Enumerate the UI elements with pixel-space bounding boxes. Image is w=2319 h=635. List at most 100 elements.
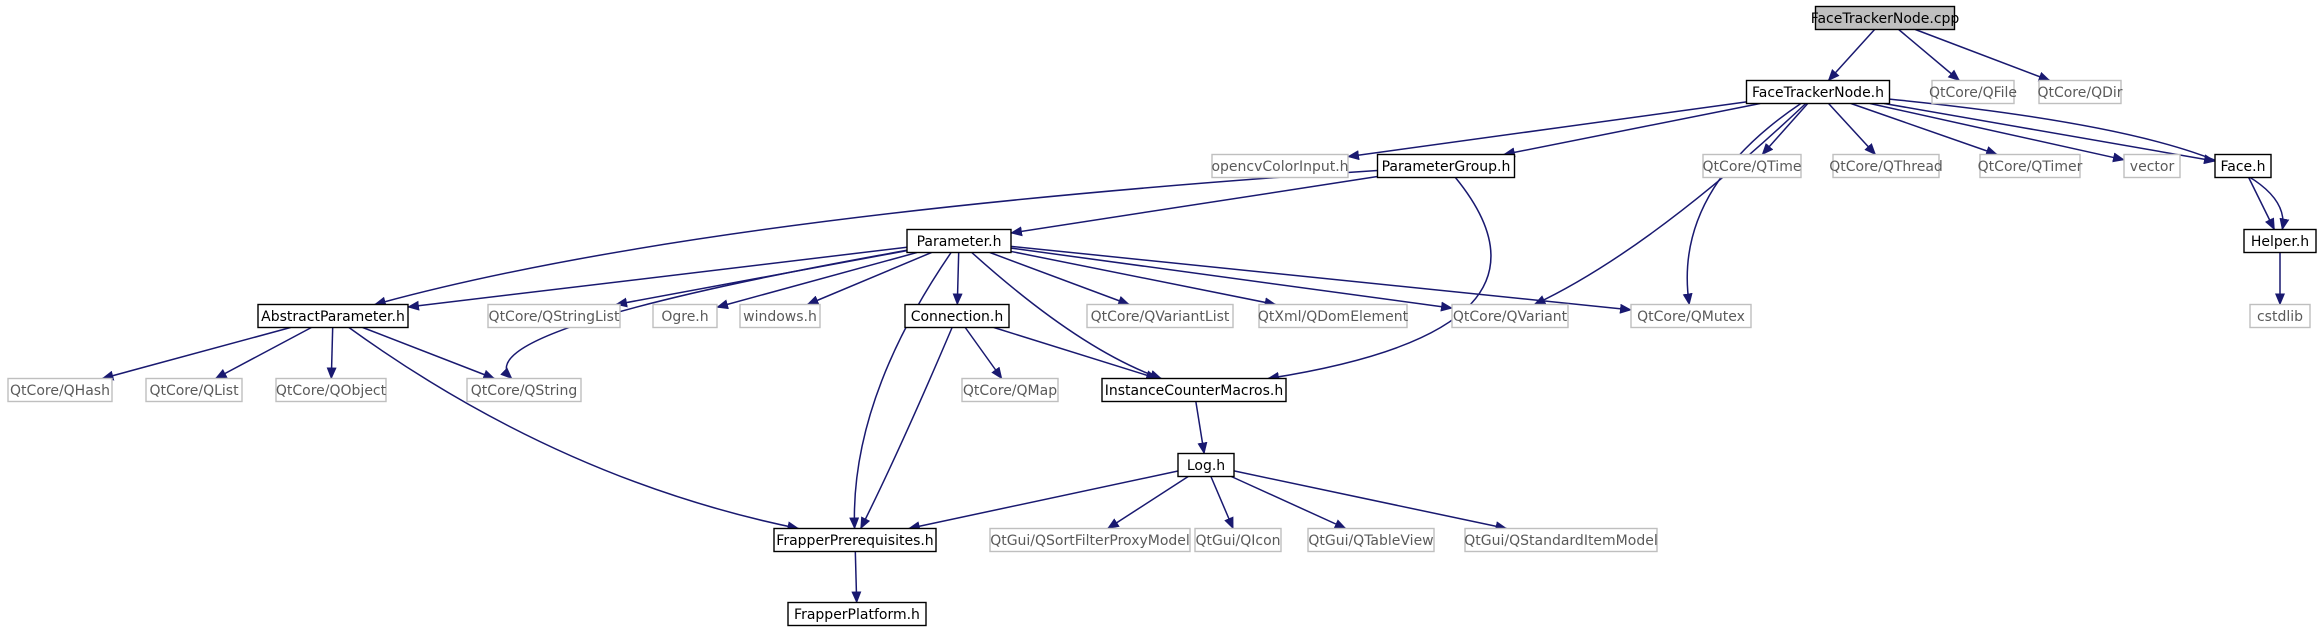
edge-parameter-h-to-abstractparameter-h [407,246,908,311]
node-box-instancecountermacros-h [1101,377,1287,403]
node-qtxml-qdomelement: QtXml/QDomElement [1258,303,1409,329]
node-box-qtcore-qhash [7,377,113,403]
node-label: QtCore/QList [149,383,239,399]
node-box-qtcore-qstringlist [487,303,621,329]
node-facetrackernode-cpp[interactable]: FaceTrackerNode.cpp [1811,5,1960,31]
node-label: QtGui/QStandardItemModel [1464,533,1657,549]
node-helper-h[interactable]: Helper.h [2243,228,2317,254]
edge-abstractparameter-h-to-qtcore-qstring [362,326,496,380]
node-facetrackernode-h[interactable]: FaceTrackerNode.h [1745,79,1891,105]
node-ogre-h: Ogre.h [652,303,718,329]
edge-facetrackernode-h-to-qtcore-qmutex [1682,102,1802,306]
node-label: FaceTrackerNode.cpp [1811,11,1960,27]
node-box-qtcore-qdir [2038,79,2122,105]
node-box-qtgui-qtableview [1307,527,1435,553]
edge-facetrackernode-h-to-qtcore-qvariant [1533,102,1807,306]
edge-connection-h-to-qtcore-qmap [964,327,1003,380]
node-qtcore-qobject: QtCore/QObject [275,377,387,403]
edge-parameter-h-to-windows-h [806,251,932,306]
node-label: QtCore/QVariantList [1091,309,1230,325]
node-box-qtcore-qthread [1832,153,1940,179]
node-label: Log.h [1187,458,1225,474]
node-frapperprerequisites-h[interactable]: FrapperPrerequisites.h [773,527,937,553]
node-box-vector [2123,153,2181,179]
node-qtcore-qvariant: QtCore/QVariant [1451,303,1569,329]
edge-parametergroup-h-to-parameter-h [1010,175,1378,237]
node-label: ParameterGroup.h [1382,159,1511,175]
node-label: AbstractParameter.h [261,309,405,325]
node-box-qtcore-qtime [1702,153,1802,179]
node-abstractparameter-h[interactable]: AbstractParameter.h [257,303,409,329]
node-label: Face.h [2221,159,2266,175]
edge-parameter-h-to-qtcore-qvariantlist [989,251,1131,306]
edge-log-h-to-qtgui-qstandarditemmodel [1233,470,1508,532]
edge-abstractparameter-h-to-qtcore-qobject [326,327,337,380]
node-qtgui-qicon: QtGui/QIcon [1194,527,1282,553]
node-box-qtcore-qtimer [1979,153,2081,179]
node-qtcore-qstring: QtCore/QString [466,377,582,403]
node-qtgui-qstandarditemmodel: QtGui/QStandardItemModel [1464,527,1658,553]
node-connection-h[interactable]: Connection.h [904,303,1010,329]
node-instancecountermacros-h[interactable]: InstanceCounterMacros.h [1101,377,1287,403]
node-box-helper-h [2243,228,2317,254]
node-parametergroup-h[interactable]: ParameterGroup.h [1376,153,1516,179]
node-label: opencvColorInput.h [1211,159,1348,175]
node-label: Parameter.h [917,234,1002,250]
node-box-qtcore-qmap [961,377,1059,403]
edge-parameter-h-to-connection-h [952,252,963,306]
node-box-qtgui-qstandarditemmodel [1464,527,1658,553]
node-box-qtgui-qsortfilterproxymodel [989,527,1191,553]
node-box-qtcore-qobject [275,377,387,403]
node-qtcore-qtime: QtCore/QTime [1702,153,1802,179]
edge-log-h-to-qtgui-qicon [1210,476,1234,530]
node-qtcore-qvariantlist: QtCore/QVariantList [1086,303,1234,329]
node-box-windows-h [739,303,821,329]
node-box-parameter-h [906,228,1012,254]
node-label: Ogre.h [661,309,708,325]
edge-parameter-h-to-frapperprerequisites-h [849,252,952,530]
node-box-qtcore-qlist [145,377,243,403]
node-box-abstractparameter-h [257,303,409,329]
edge-abstractparameter-h-to-frapperprerequisites-h [348,326,800,532]
node-label: InstanceCounterMacros.h [1105,383,1283,399]
node-label: QtCore/QFile [1929,85,2017,101]
node-box-log-h [1177,452,1235,478]
edge-facetrackernode-cpp-to-qtcore-qfile [1898,28,1961,82]
edge-facetrackernode-h-to-helper-h [1889,98,2290,231]
node-qtgui-qsortfilterproxymodel: QtGui/QSortFilterProxyModel [989,527,1191,553]
edge-facetrackernode-h-to-parametergroup-h [1502,102,1761,158]
node-qtcore-qdir: QtCore/QDir [2037,79,2123,105]
node-label: QtXml/QDomElement [1258,309,1409,325]
node-qtcore-qfile: QtCore/QFile [1929,79,2017,105]
node-parameter-h[interactable]: Parameter.h [906,228,1012,254]
edge-facetrackernode-h-to-qtcore-qthread [1828,102,1877,156]
node-label: QtGui/QIcon [1195,533,1280,549]
node-qtcore-qthread: QtCore/QThread [1829,153,1943,179]
node-box-face-h [2214,153,2272,179]
node-box-parametergroup-h [1376,153,1516,179]
node-label: QtCore/QMap [963,383,1057,399]
node-label: cstdlib [2257,309,2303,325]
edge-log-h-to-frapperprerequisites-h [907,470,1179,532]
node-label: QtCore/QStringList [489,309,620,325]
node-log-h[interactable]: Log.h [1177,452,1235,478]
edge-parametergroup-h-to-abstractparameter-h [373,169,1378,307]
edge-facetrackernode-h-to-face-h [1883,102,2216,165]
node-box-frapperprerequisites-h [773,527,937,553]
node-qtcore-qstringlist: QtCore/QStringList [487,303,621,329]
edge-parameter-h-to-instancecountermacros-h [971,251,1163,380]
edge-frapperprerequisites-h-to-frapperplatform-h [851,551,862,604]
node-box-qtcore-qvariant [1451,303,1569,329]
node-face-h[interactable]: Face.h [2214,153,2272,179]
node-box-qtxml-qdomelement [1258,303,1408,329]
node-box-ogre-h [652,303,718,329]
node-label: QtGui/QTableView [1308,533,1433,549]
edge-parametergroup-h-to-instancecountermacros-h [1266,177,1492,382]
edge-facetrackernode-h-to-qtcore-qtime [1761,103,1809,156]
node-label: QtCore/QString [471,383,577,399]
node-frapperplatform-h[interactable]: FrapperPlatform.h [787,601,927,627]
edge-abstractparameter-h-to-qtcore-qlist [214,326,312,380]
node-cstdlib: cstdlib [2249,303,2311,329]
node-label: Helper.h [2251,234,2309,250]
